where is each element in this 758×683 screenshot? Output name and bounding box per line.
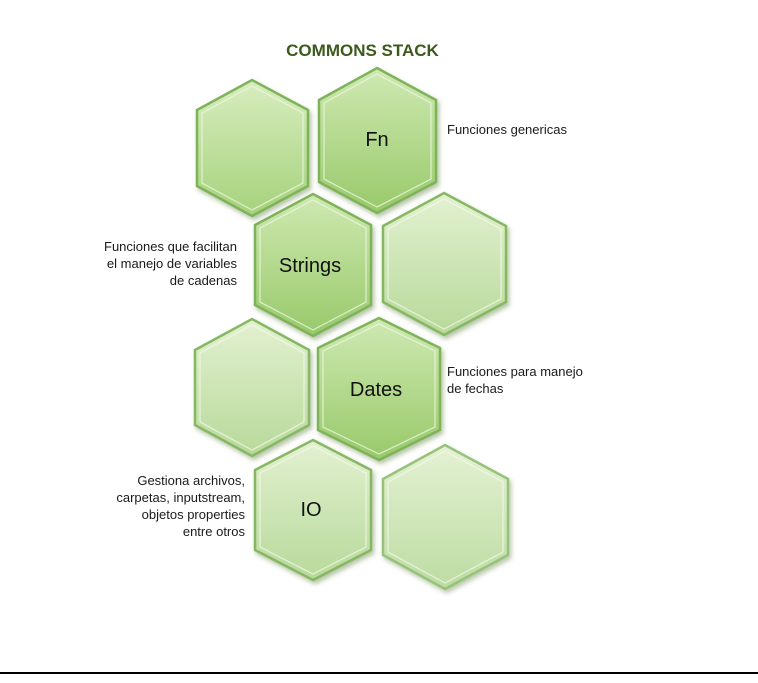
hexagon-label: IO [300,499,321,521]
hexagon-label: Dates [350,379,402,401]
hexagon [381,443,510,591]
hexagon [193,317,311,458]
io-description: Gestiona archivos, carpetas, inputstream… [116,473,245,539]
hexagon-io: IO [253,438,373,582]
hexagon-strings: Strings [253,192,373,338]
bottom-divider [0,672,758,674]
hexagon [195,78,310,218]
hexagon-label: Fn [365,129,388,151]
strings-description: Funciones que facilitan el manejo de var… [104,239,237,288]
hexagon-fn: Fn [317,66,438,215]
fn-description: Funciones genericas [447,122,567,137]
diagram-title: COMMONS STACK [286,41,439,60]
hexagon-label: Strings [279,255,341,277]
dates-description: Funciones para manejo de fechas [447,364,583,396]
hexagon [381,191,508,337]
hexagon-dates: Dates [316,316,442,462]
